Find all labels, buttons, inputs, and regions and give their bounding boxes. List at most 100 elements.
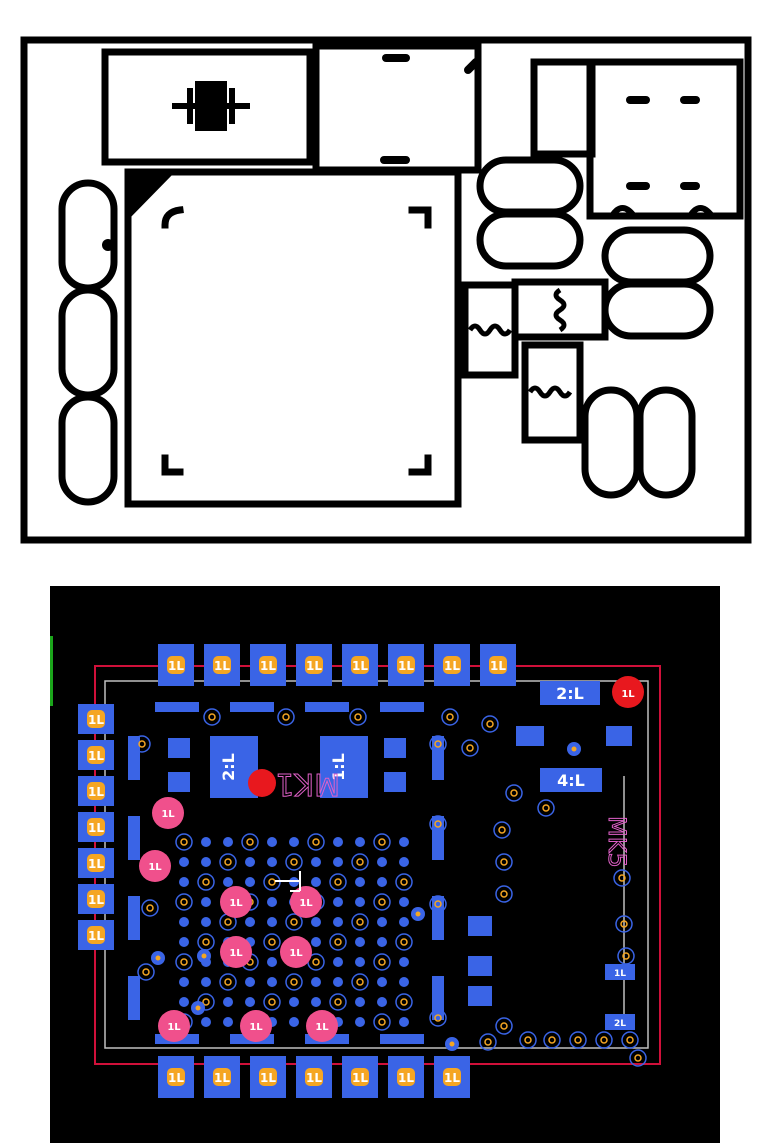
smd-pad — [168, 738, 190, 758]
smd-pad — [432, 816, 444, 860]
bottom-pad-label: 1L — [214, 1071, 230, 1085]
right-part-outline — [590, 62, 740, 216]
grid-dot — [201, 917, 211, 927]
grid-dot — [355, 957, 365, 967]
ref-mk1: MK1 — [275, 766, 340, 801]
left-pad-label: 1L — [88, 713, 104, 727]
top-pad-label: 1L — [260, 659, 276, 673]
smd-pad — [432, 976, 444, 1020]
grid-dot — [311, 917, 321, 927]
smd-pad — [432, 736, 444, 780]
corner-mark — [412, 210, 428, 225]
top-pad-label: 1L — [490, 659, 506, 673]
capsule-left-2 — [62, 290, 114, 395]
left-pad-label: 1L — [88, 857, 104, 871]
connector-outline — [316, 46, 478, 170]
bottom-pad-label: 1L — [168, 1071, 184, 1085]
grid-dot — [223, 877, 233, 887]
corner-mark — [165, 458, 180, 472]
crystal-symbol — [172, 84, 250, 128]
solid-via-center — [450, 1042, 455, 1047]
grid-dot — [223, 837, 233, 847]
connector-marks — [384, 58, 476, 160]
capsule-left-1 — [62, 183, 114, 288]
grid-dot — [399, 977, 409, 987]
label-2L: 2:L — [556, 684, 584, 703]
top-pad-label: 1L — [214, 659, 230, 673]
grid-dot — [377, 917, 387, 927]
module-outline — [128, 172, 458, 504]
capsule-br-2 — [640, 390, 692, 495]
capsule-br-1 — [585, 390, 637, 495]
hole-pad-label: 1L — [299, 898, 313, 909]
smd-pad — [468, 956, 492, 976]
grid-dot — [399, 957, 409, 967]
smd-pad — [606, 726, 632, 746]
grid-dot — [355, 997, 365, 1007]
label-4L: 4:L — [557, 771, 585, 790]
edge-marker — [50, 636, 53, 706]
grid-dot — [377, 937, 387, 947]
bottom-pad-label: 1L — [306, 1071, 322, 1085]
grid-dot — [201, 1017, 211, 1027]
grid-dot — [289, 997, 299, 1007]
grid-dot — [179, 997, 189, 1007]
smd-pad — [380, 1034, 424, 1044]
solid-via-center — [202, 954, 207, 959]
grid-dot — [245, 857, 255, 867]
grid-dot — [399, 917, 409, 927]
grid-dot — [333, 977, 343, 987]
pcb-drawing: 1L1L1L1L1L1L1L1L1L1L1L1L1L1L1L1L1L1L1L1L… — [50, 586, 720, 1143]
top-pad-label: 1L — [352, 659, 368, 673]
grid-dot — [267, 897, 277, 907]
grid-dot — [399, 897, 409, 907]
grid-dot — [333, 857, 343, 867]
hole-pad-label: 1L — [315, 1022, 329, 1033]
hole-pad-label: 1L — [229, 948, 243, 959]
smd-pad — [384, 738, 406, 758]
grid-dot — [245, 917, 255, 927]
grid-dot — [355, 877, 365, 887]
capsule-right-2 — [480, 214, 580, 266]
grid-dot — [377, 857, 387, 867]
label-1L-small: 1L — [614, 969, 626, 979]
capsule-right-3 — [605, 230, 710, 282]
pcb-layout-view: 1L1L1L1L1L1L1L1L1L1L1L1L1L1L1L1L1L1L1L1L… — [50, 586, 720, 1143]
grid-dot — [311, 877, 321, 887]
small-part-outline — [534, 62, 592, 154]
solid-via-center — [572, 747, 577, 752]
grid-dot — [333, 917, 343, 927]
left-pad-label: 1L — [88, 821, 104, 835]
grid-dot — [201, 857, 211, 867]
capsule-right-4 — [605, 284, 710, 336]
smd-pad — [155, 702, 199, 712]
smd-pad — [516, 726, 544, 746]
solid-via-center — [156, 956, 161, 961]
left-pad-label: 1L — [88, 893, 104, 907]
grid-dot — [399, 837, 409, 847]
grid-dot — [399, 857, 409, 867]
grid-dot — [267, 917, 277, 927]
hole-pad-label: 1L — [161, 809, 175, 820]
top-pad-label: 1L — [306, 659, 322, 673]
grid-dot — [179, 917, 189, 927]
smd-pad — [468, 916, 492, 936]
grid-dot — [289, 1017, 299, 1027]
grid-dot — [245, 877, 255, 887]
capsule-left-3 — [62, 397, 114, 502]
smd-pad — [168, 772, 190, 792]
grid-dot — [311, 977, 321, 987]
grid-dot — [377, 997, 387, 1007]
grid-dot — [333, 957, 343, 967]
label-2L-small: 2L — [614, 1019, 626, 1029]
grid-dot — [289, 837, 299, 847]
top-pad-label: 1L — [168, 659, 184, 673]
hole-pad-label: 1L — [167, 1022, 181, 1033]
grid-dot — [377, 877, 387, 887]
grid-dot — [333, 837, 343, 847]
smd-pad — [128, 976, 140, 1020]
grid-dot — [355, 1017, 365, 1027]
grid-dot — [201, 897, 211, 907]
grid-dot — [179, 937, 189, 947]
grid-dot — [223, 997, 233, 1007]
